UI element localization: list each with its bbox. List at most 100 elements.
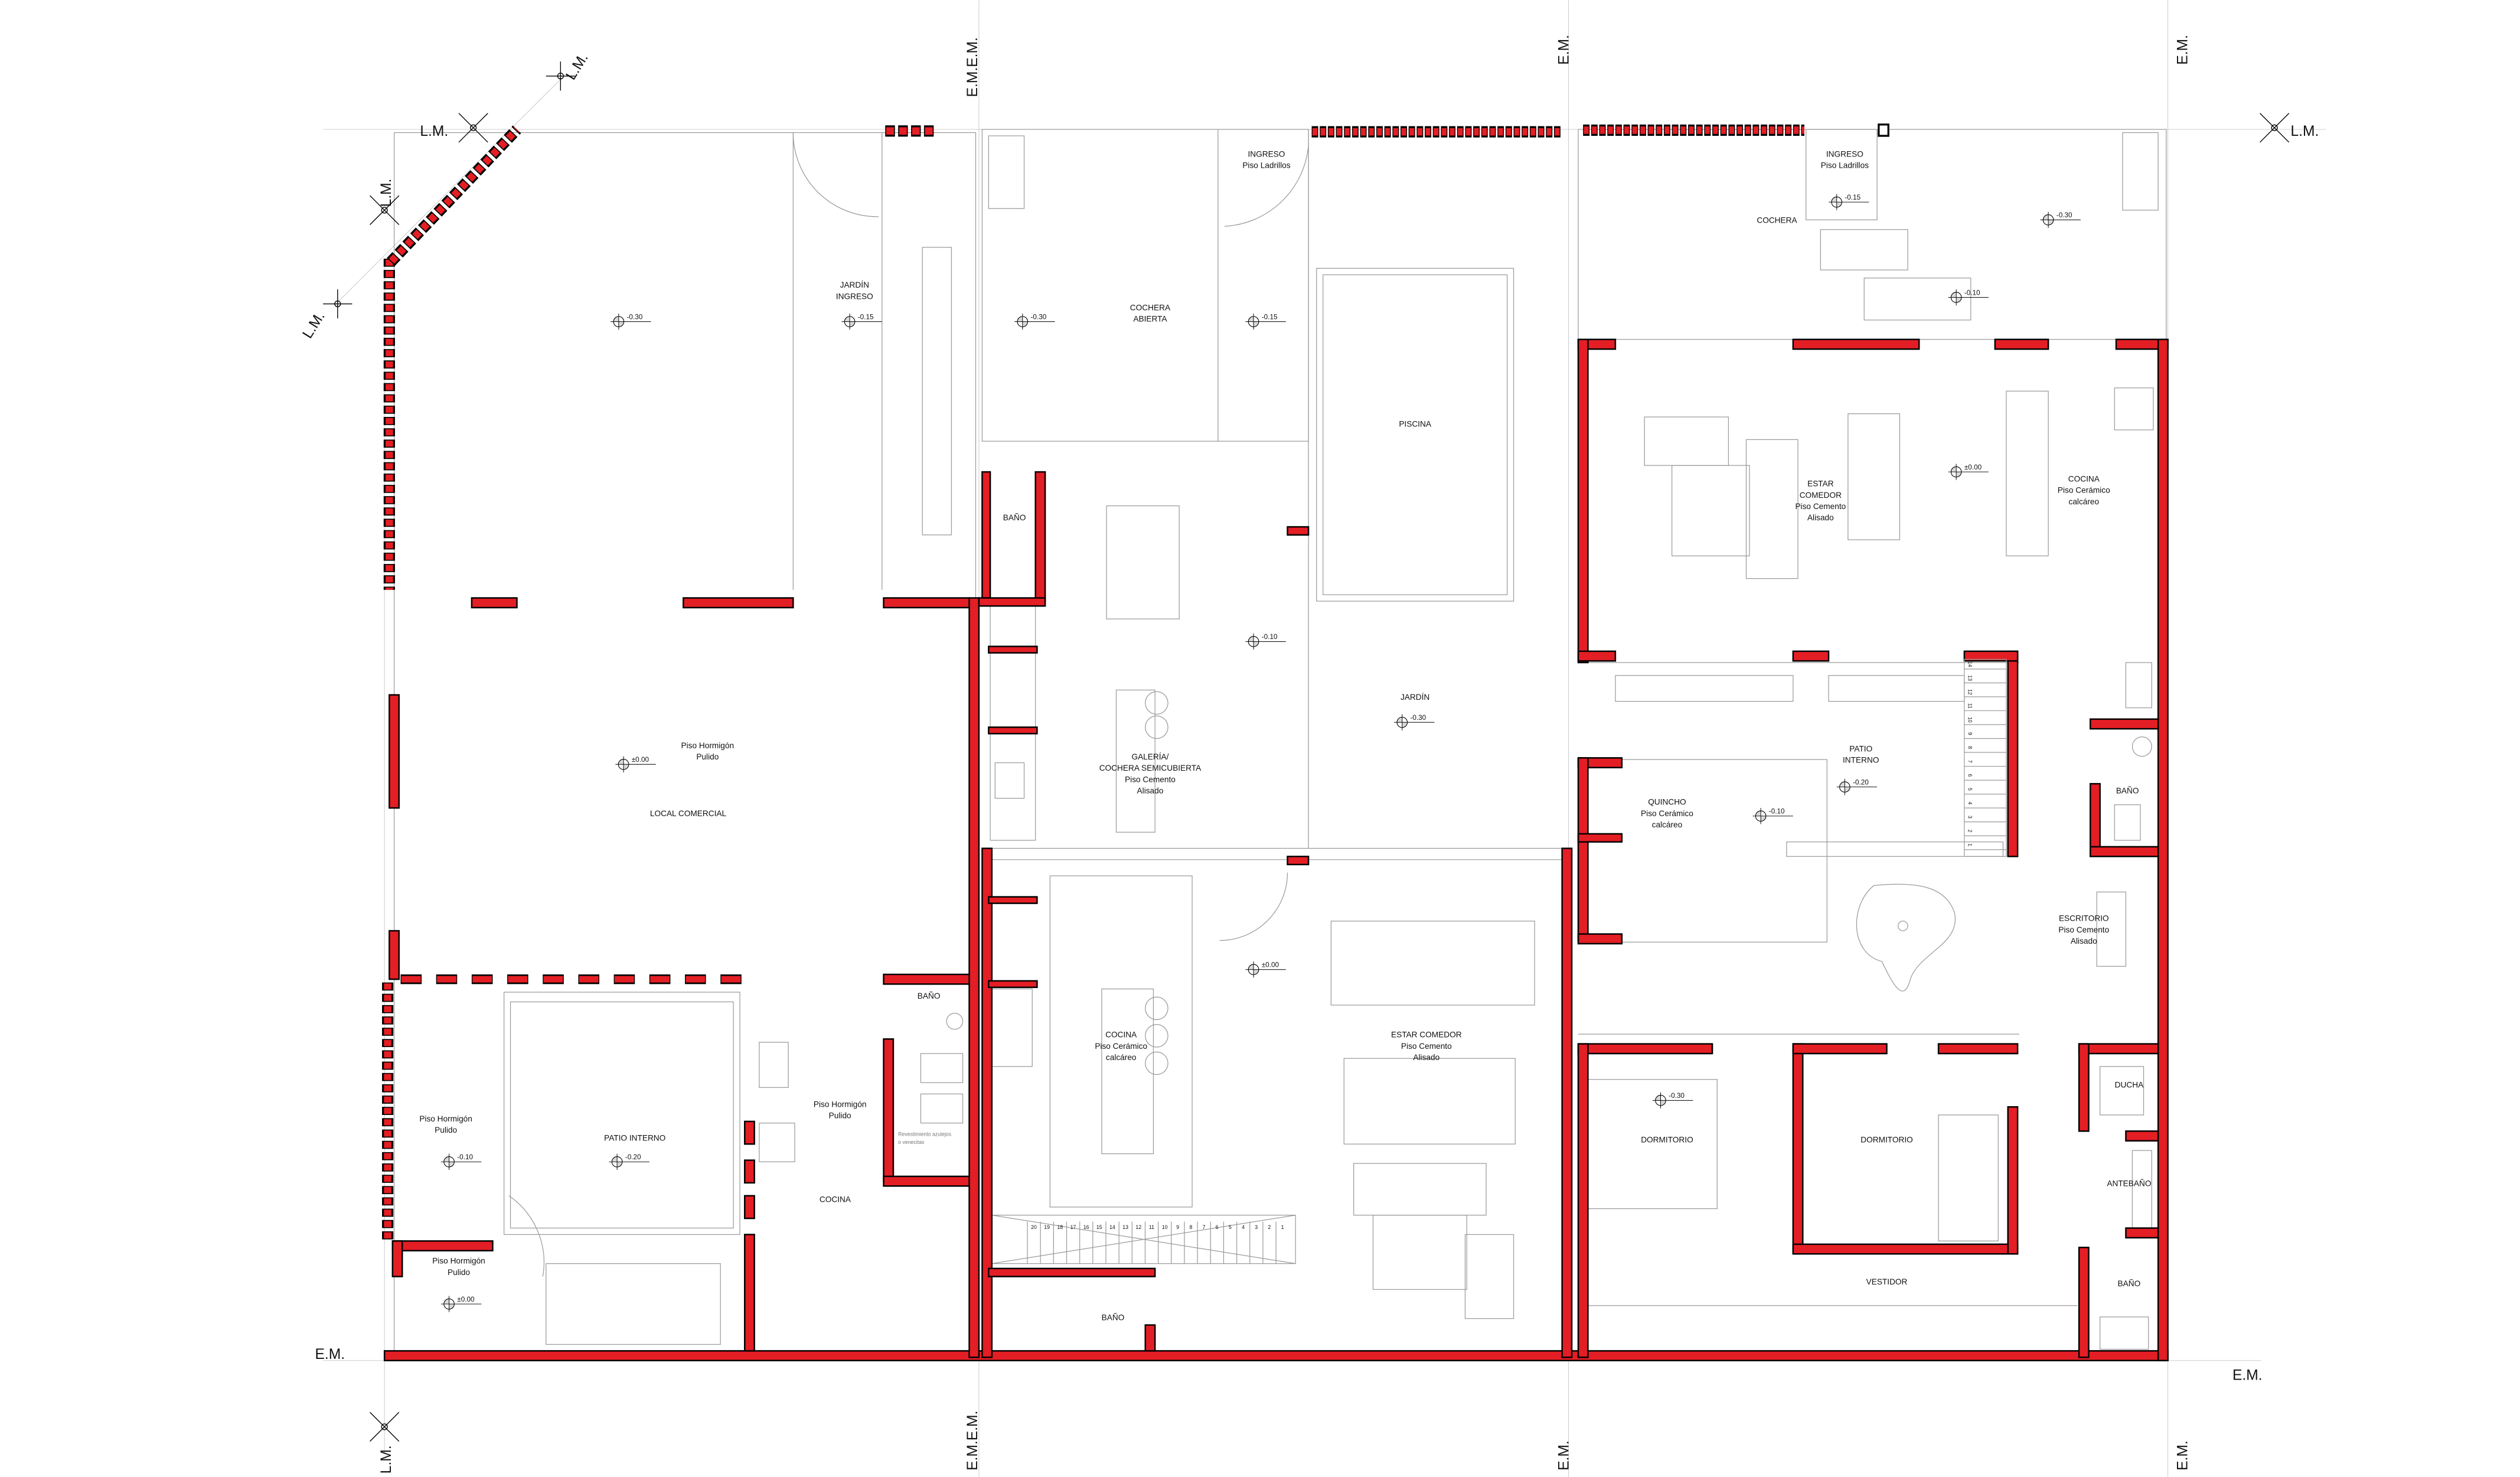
level-marker: ±0.00	[1245, 961, 1286, 978]
room-label-line: o venecitas	[898, 1139, 925, 1145]
stair-step-number: 4	[1967, 801, 1973, 804]
room-ducha: DUCHA	[2115, 1080, 2144, 1089]
room-label-line: BAÑO	[918, 992, 941, 1000]
lm-label: L.M.	[378, 1445, 394, 1473]
stair-step-number: 11	[1149, 1224, 1154, 1230]
level-marker: -0.30	[611, 314, 651, 330]
level-value: -0.10	[1262, 633, 1278, 641]
lm-label: L.M.	[420, 123, 448, 139]
room-label-line: calcáreo	[1106, 1053, 1137, 1062]
level-marker-icon	[1245, 313, 1286, 330]
level-marker: ±0.00	[440, 1296, 482, 1312]
room-label-line: PATIO	[1849, 744, 1872, 753]
level-marker: ±0.00	[615, 756, 656, 772]
room-bano-5: BAÑO	[1102, 1313, 1125, 1322]
level-value: -0.20	[1853, 778, 1869, 786]
level-value: -0.30	[627, 314, 643, 321]
room-label-line: Piso Ladrillos	[1242, 161, 1290, 170]
stair-step-number: 9	[1176, 1224, 1179, 1230]
room-dormitorio-2: DORMITORIO	[1860, 1135, 1913, 1144]
room-label-line: COCINA	[2068, 474, 2100, 483]
level-marker-icon	[841, 313, 882, 330]
room-label-line: calcáreo	[1652, 820, 1683, 829]
room-label-line: BAÑO	[2116, 787, 2139, 795]
stair-step-number: 19	[1044, 1224, 1050, 1230]
level-value: -0.10	[1964, 289, 1980, 296]
block-walls	[382, 123, 1889, 1241]
em-label: E.M.	[2232, 1368, 2263, 1384]
lm-label: L.M.	[378, 179, 394, 207]
room-vestidor: VESTIDOR	[1866, 1277, 1908, 1286]
room-label-line: ANTEBAÑO	[2107, 1179, 2151, 1188]
stair-step-number: 7	[1967, 760, 1973, 763]
level-value: -0.15	[1262, 314, 1278, 321]
room-label-line: Alisado	[1807, 513, 1834, 522]
level-marker-icon	[1948, 464, 1989, 480]
level-value: -0.30	[2057, 211, 2072, 219]
room-label-line: COMEDOR	[1800, 491, 1842, 500]
level-value: -0.30	[1669, 1092, 1685, 1100]
stair-step-number: 14	[1967, 661, 1973, 667]
fixtures-and-furniture	[393, 129, 2167, 1353]
level-marker-icon	[1245, 961, 1286, 978]
room-label-line: COCINA	[1105, 1031, 1137, 1039]
stair-step-number: 11	[1967, 703, 1973, 709]
room-label-line: DORMITORIO	[1641, 1135, 1693, 1144]
patio-stair	[1964, 658, 2007, 857]
stair-step-number: 4	[1242, 1224, 1245, 1230]
level-value: ±0.00	[632, 756, 649, 764]
level-value: ±0.00	[457, 1296, 475, 1303]
room-label-line: JARDÍN	[1401, 693, 1429, 702]
level-value: -0.15	[1845, 194, 1860, 201]
level-value: ±0.00	[1262, 961, 1279, 969]
stair-step-number: 10	[1162, 1224, 1168, 1230]
room-bano-4: BAÑO	[2118, 1279, 2141, 1288]
level-marker-icon	[1948, 289, 1989, 306]
room-label-line: Piso Cerámico	[1641, 809, 1693, 818]
room-antebano: ANTEBAÑO	[2107, 1179, 2151, 1188]
room-label-line: Alisado	[1413, 1053, 1439, 1062]
stair-step-number: 14	[1109, 1224, 1115, 1230]
room-label-line: Piso Hormigón	[814, 1100, 867, 1108]
stair-step-number: 17	[1070, 1224, 1076, 1230]
room-label-line: Piso Hormigón	[681, 741, 735, 750]
lm-label: L.M.	[563, 50, 591, 83]
level-value: -0.10	[1769, 808, 1785, 816]
room-label-line: COCHERA SEMICUBIERTA	[1099, 764, 1202, 772]
stair-step-number: 1	[1281, 1224, 1284, 1230]
level-marker: -0.30	[1652, 1092, 1693, 1109]
room-label-line: GALERÍA/	[1131, 752, 1168, 761]
room-label-line: VESTIDOR	[1866, 1277, 1908, 1286]
room-local-comercial: LOCAL COMERCIAL	[650, 809, 727, 818]
stair-step-number: 5	[1967, 788, 1973, 791]
em-label: E.M.	[315, 1346, 345, 1362]
lm-label: L.M.	[2291, 123, 2319, 139]
level-marker-icon	[1829, 194, 1869, 210]
stair-step-number: 13	[1967, 675, 1973, 681]
stair-step-number: 12	[1135, 1224, 1141, 1230]
stair-step-number: 18	[1057, 1224, 1063, 1230]
level-marker: -0.20	[609, 1153, 649, 1170]
room-label-line: ESTAR	[1807, 480, 1834, 488]
level-marker: -0.15	[1829, 194, 1869, 210]
level-marker: -0.10	[1245, 633, 1286, 650]
stair-step-number: 7	[1203, 1224, 1206, 1230]
level-marker-icon	[2040, 211, 2081, 228]
level-marker-icon	[1394, 714, 1435, 731]
em-label: E.M.	[1556, 1440, 1572, 1471]
stair-step-number: 20	[1031, 1224, 1037, 1230]
room-label-line: Pulido	[435, 1126, 457, 1134]
room-label-line: Revestimiento azulejos	[898, 1132, 952, 1137]
stair-step-number: 8	[1189, 1224, 1192, 1230]
